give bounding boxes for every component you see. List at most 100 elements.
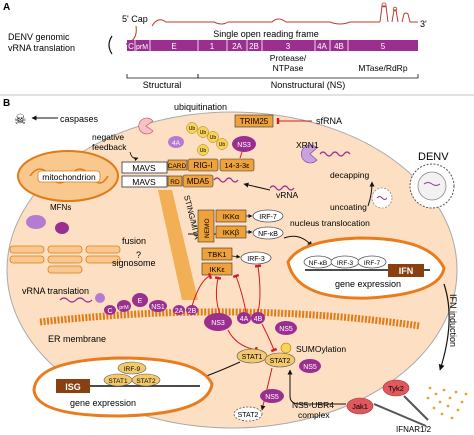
stat1-nuc-label: STAT1 xyxy=(108,378,128,385)
ub-4 xyxy=(216,138,228,150)
fused-mito-stack xyxy=(9,245,121,274)
uncoating-arrow xyxy=(367,181,375,207)
gene-segments: C prM E 1 2A 2B 3 4A 4B 5 xyxy=(128,40,386,51)
stat2-nuc-label: STAT2 xyxy=(136,378,156,385)
svg-text:Ub: Ub xyxy=(210,135,217,141)
negative-feedback-1: negative xyxy=(92,132,124,142)
decapping-label: decapping xyxy=(330,170,370,180)
protein-4a: 4A xyxy=(240,316,249,323)
feedback-arrow xyxy=(129,151,139,162)
gene-ns2b: 2B xyxy=(249,42,259,51)
ifn-particles xyxy=(426,386,468,420)
tbk1-box xyxy=(201,247,233,261)
mtase-label: MTase/RdRp xyxy=(358,63,407,73)
xrn1-pacman xyxy=(300,144,318,164)
ikkb-label: IKKβ xyxy=(223,228,240,237)
ns5-ubr4-line2: complex xyxy=(298,410,330,420)
panel-b-letter: B xyxy=(3,98,10,109)
ubiquitination-label: ubiquitination xyxy=(174,102,227,112)
protein-ns1: NS1 xyxy=(151,304,165,311)
svg-text:Ub: Ub xyxy=(200,148,207,154)
end3-label: 3' xyxy=(420,19,427,29)
translation-rna xyxy=(59,297,93,303)
protein-ns5: NS5 xyxy=(279,326,293,333)
stat2-cyto xyxy=(264,352,296,368)
nucleus-lower xyxy=(32,356,214,418)
ns5-ubr4-ns5: NS5 xyxy=(265,394,279,401)
vrna-label: vRNA xyxy=(276,190,299,200)
mda5-box xyxy=(182,174,214,188)
gene-expression-upper: gene expression xyxy=(335,279,401,289)
protein-4b: 4B xyxy=(254,316,263,323)
ns3-upper-blob xyxy=(232,136,256,152)
ikke-box xyxy=(201,262,233,276)
ifn-induction-arrow xyxy=(438,283,450,371)
tbk1-label: TBK1 xyxy=(208,250,227,259)
signosome-label: signosome xyxy=(112,258,156,268)
ribosome xyxy=(95,293,105,303)
gene-ns5: 5 xyxy=(381,42,386,51)
rna-3utr-stemloops xyxy=(379,5,418,23)
viral-proteins: C prM E NS1 2A 2B NS3 4A 4B NS5 xyxy=(104,293,297,335)
mavs-2-label: MAVS xyxy=(132,177,156,187)
rig1-box xyxy=(187,158,219,172)
stat2-nuc xyxy=(131,373,161,387)
denv-virion xyxy=(371,163,455,209)
mitochondrion-label: mitochondrion xyxy=(42,172,96,182)
isg-gene-label: ISG xyxy=(65,382,81,392)
irf7-label: IRF-7 xyxy=(259,214,277,221)
ub-2 xyxy=(197,126,209,138)
ns5-ubr4-line1: NS5-UBR4 xyxy=(292,400,334,410)
caspase-pacman xyxy=(138,117,154,135)
vrna-to-mda5-arrow xyxy=(243,182,271,191)
ns5-sumo-label: NS5 xyxy=(303,364,317,371)
irf7-pill xyxy=(252,209,284,223)
svg-text:Ub: Ub xyxy=(200,130,207,136)
ifnar-2 xyxy=(373,403,427,427)
gene-ns1: 1 xyxy=(210,42,215,51)
svg-text:IRF-3: IRF-3 xyxy=(337,260,354,267)
nemo-box xyxy=(197,209,215,243)
gene-ns2a: 2A xyxy=(232,42,242,51)
rd-box xyxy=(167,175,183,187)
ikka-label: IKKα xyxy=(223,212,240,221)
protease-line1: Protease/ xyxy=(270,53,307,63)
gene-e: E xyxy=(171,42,176,51)
nucleus-translocation-arrow xyxy=(283,235,313,247)
p1433-label: 14-3-3ε xyxy=(224,161,250,170)
ifnar-1 xyxy=(403,395,429,421)
panel-b: B ER membrane mitochondrion MAVS MAVS CA… xyxy=(3,98,468,434)
mavs-1-label: MAVS xyxy=(132,163,156,173)
genome-label-line1: DENV genomic xyxy=(8,32,70,42)
tyk2-blob xyxy=(382,379,410,397)
nfkb-label: NF-κB xyxy=(258,231,278,238)
mavs-2-box xyxy=(121,175,168,188)
rna-genome-line xyxy=(151,18,380,27)
cap5-label: 5' Cap xyxy=(122,14,148,24)
trim25-box xyxy=(234,114,274,128)
nonstructural-label: Nonstructural (NS) xyxy=(271,80,346,90)
ns4a-cleave-blob xyxy=(168,136,184,148)
stat1-cyto xyxy=(236,348,268,364)
vrna-squiggle-mda5 xyxy=(213,177,239,183)
nfkb-pill xyxy=(252,226,284,240)
nemo-label: NEMO xyxy=(204,219,211,239)
fusion-blob xyxy=(55,222,69,234)
svg-text:Ub: Ub xyxy=(189,126,196,132)
mfns-blob xyxy=(26,215,46,229)
uncoating-label: uncoating xyxy=(330,202,367,212)
svg-text:Ub: Ub xyxy=(219,142,226,148)
svg-text:IRF-7: IRF-7 xyxy=(364,260,381,267)
trim25-label: TRIM25 xyxy=(240,117,269,126)
stat2-degraded-label: STAT2 xyxy=(238,412,259,419)
ikke-label: IKKε xyxy=(209,265,225,274)
ifn-gene-box xyxy=(388,264,424,277)
ub-1 xyxy=(186,122,198,134)
ub-5 xyxy=(197,144,209,156)
rna-5utr xyxy=(125,25,137,45)
sfrna-label: sfRNA xyxy=(316,116,342,126)
protein-e: E xyxy=(138,298,143,305)
stat1-cyto-label: STAT1 xyxy=(242,354,263,361)
gene-ns4a: 4A xyxy=(317,42,327,51)
